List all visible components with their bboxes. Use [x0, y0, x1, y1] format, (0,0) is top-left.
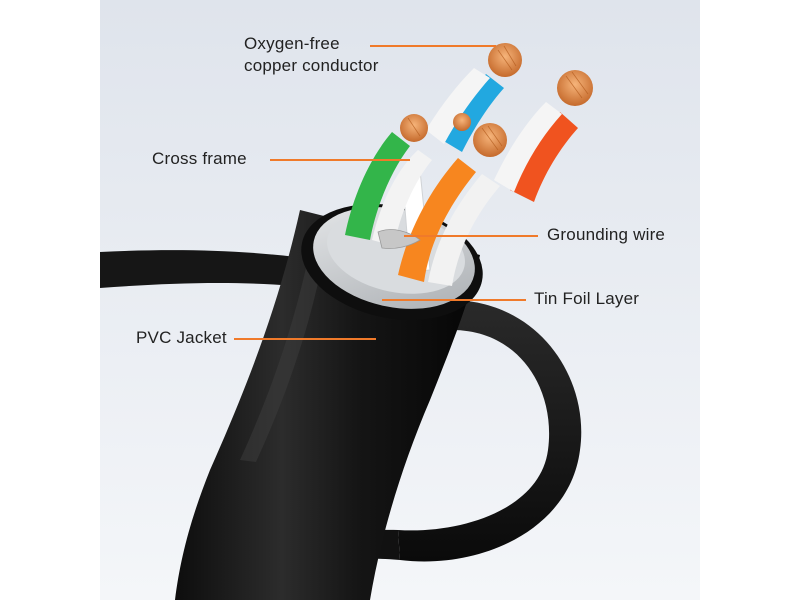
callout-conductor-line2: copper conductor	[244, 56, 379, 75]
copper-strands	[407, 45, 589, 151]
wire-blue-white	[426, 68, 490, 144]
callout-grounding-wire-label: Grounding wire	[547, 225, 666, 244]
jacket-highlight	[240, 240, 326, 462]
callout-conductor-line1: Oxygen-free	[244, 34, 340, 53]
wire-green-white	[372, 150, 432, 246]
copper-tip-white	[453, 113, 471, 131]
callout-pvc-jacket-label: PVC Jacket	[136, 328, 227, 347]
copper-tip-orange	[473, 123, 507, 157]
callout-cross-frame-label: Cross frame	[152, 149, 247, 168]
leader-pvc-jacket	[234, 338, 376, 340]
leader-tin-foil	[382, 299, 526, 301]
leader-conductor	[370, 45, 496, 47]
leader-grounding-wire	[404, 235, 538, 237]
callout-tin-foil-label: Tin Foil Layer	[534, 289, 640, 308]
wire-orange-red	[510, 112, 578, 202]
wire-orange-white	[428, 174, 500, 286]
wire-blue	[442, 74, 504, 152]
cable-left-tail	[100, 250, 330, 290]
grounding-wire-shape	[377, 229, 421, 249]
cable-loop	[398, 300, 582, 562]
wire-orange-red-white	[494, 102, 562, 192]
wire-orange	[398, 158, 476, 282]
copper-tip-green	[400, 114, 428, 142]
leader-cross-frame	[270, 159, 410, 161]
callout-conductor-label: Oxygen-free copper conductor	[244, 33, 379, 77]
